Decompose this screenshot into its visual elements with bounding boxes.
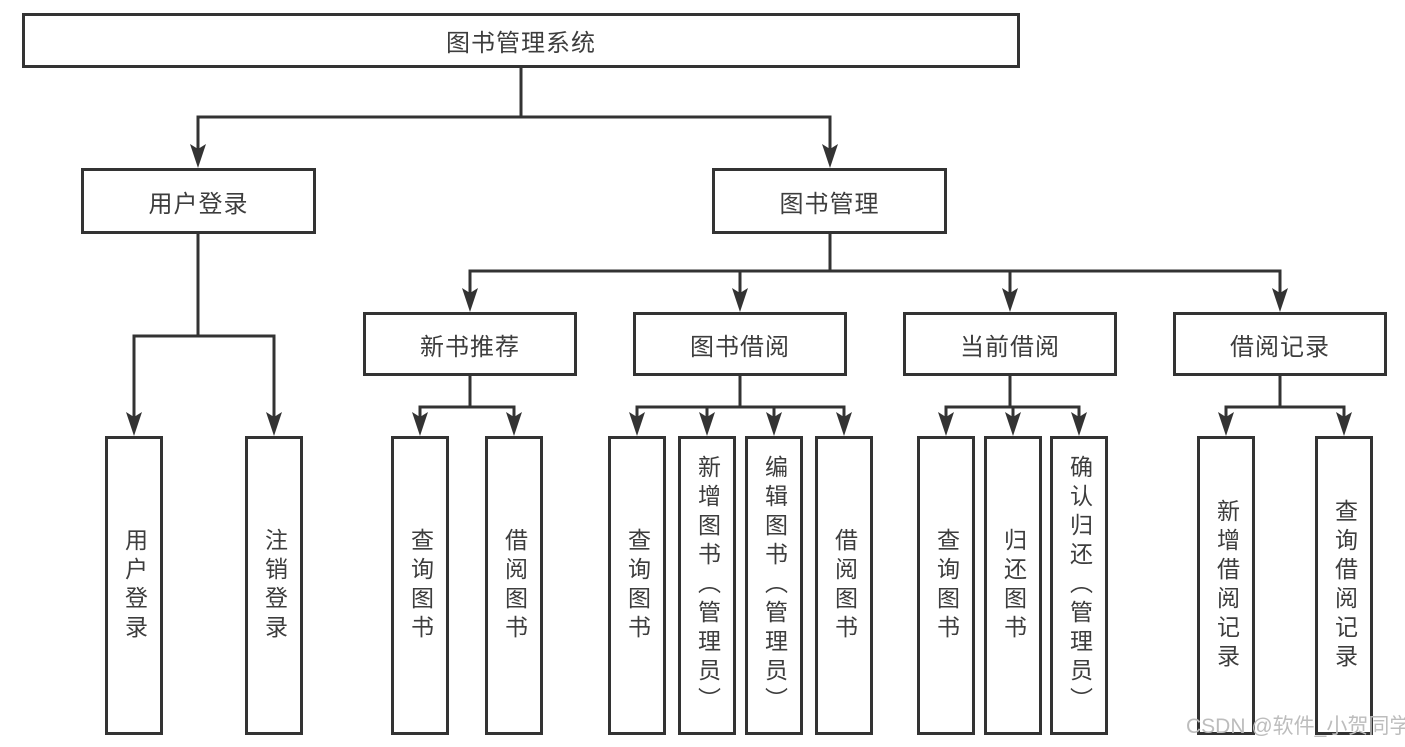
leaf-edit-book-admin: 编辑图书（管理员） xyxy=(745,436,803,735)
watermark: CSDN @软件_小贺同学 xyxy=(1186,715,1405,738)
node-new-book-recommend: 新书推荐 xyxy=(363,312,577,376)
node-borrowing-records: 借阅记录 xyxy=(1173,312,1387,376)
leaf-add-book-admin: 新增图书（管理员） xyxy=(678,436,736,735)
leaf-query-books-recommend: 查询图书 xyxy=(391,436,449,735)
leaf-query-borrow-record: 查询借阅记录 xyxy=(1315,436,1373,735)
node-library-system: 图书管理系统 xyxy=(22,13,1020,68)
leaf-query-books-borrowing: 查询图书 xyxy=(608,436,666,735)
leaf-user-login: 用户登录 xyxy=(105,436,163,735)
leaf-borrow-books-borrowing: 借阅图书 xyxy=(815,436,873,735)
node-book-management: 图书管理 xyxy=(712,168,947,234)
leaf-add-borrow-record: 新增借阅记录 xyxy=(1197,436,1255,735)
leaf-confirm-return-admin: 确认归还（管理员） xyxy=(1050,436,1108,735)
leaf-return-books: 归还图书 xyxy=(984,436,1042,735)
node-current-borrowing: 当前借阅 xyxy=(903,312,1117,376)
leaf-logout: 注销登录 xyxy=(245,436,303,735)
node-user-login: 用户登录 xyxy=(81,168,316,234)
node-book-borrowing: 图书借阅 xyxy=(633,312,847,376)
leaf-borrow-books-recommend: 借阅图书 xyxy=(485,436,543,735)
leaf-query-books-current: 查询图书 xyxy=(917,436,975,735)
